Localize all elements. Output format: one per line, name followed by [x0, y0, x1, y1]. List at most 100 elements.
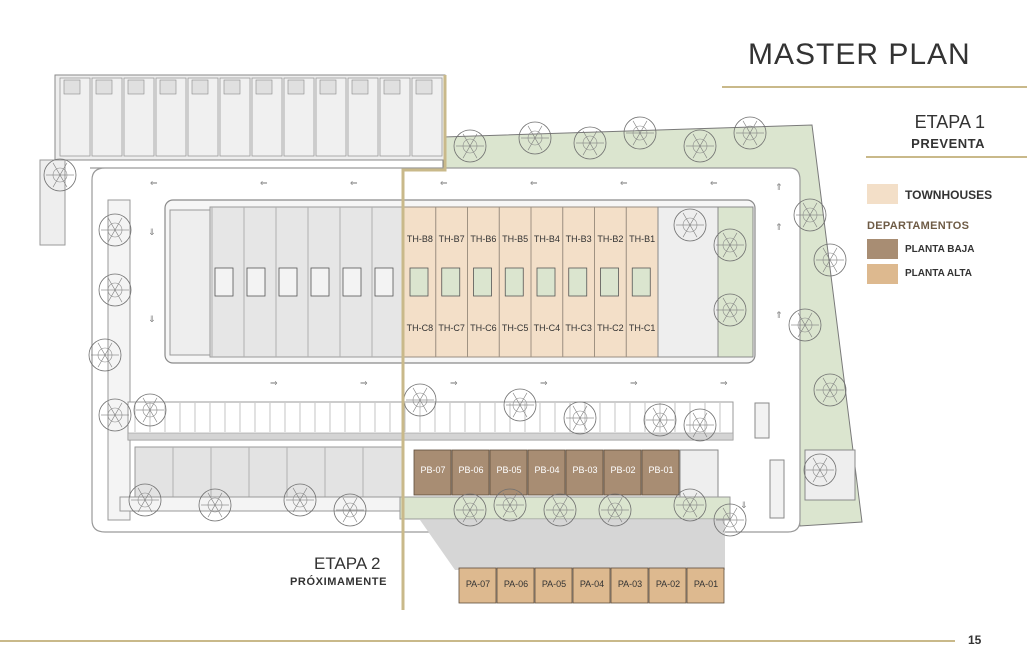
tree [98, 273, 132, 307]
upper-floor-label: PA-05 [542, 579, 566, 589]
arrow-north: ⇑ [775, 182, 783, 192]
north-lot-patio [159, 79, 177, 95]
arrow-north: ⇑ [775, 222, 783, 232]
west-corridor [107, 199, 131, 521]
townhouse-label-south: TH-C6 [470, 323, 497, 333]
townhouse-label-north: TH-B3 [566, 234, 592, 244]
upper-floor-label: PA-07 [466, 579, 490, 589]
tree [563, 401, 597, 435]
north-lot-patio [287, 79, 305, 95]
ground-floor-label: PB-01 [648, 465, 673, 475]
tree [333, 493, 367, 527]
townhouse-label-north: TH-B2 [597, 234, 623, 244]
arrow-east: ⇒ [450, 378, 458, 388]
tree [283, 483, 317, 517]
arrow-south: ⇓ [148, 314, 156, 324]
arrow-south: ⇓ [148, 227, 156, 237]
townhouse-label-north: TH-B6 [470, 234, 496, 244]
ground-floor-unit [565, 449, 604, 496]
upper-floor-unit [648, 567, 687, 604]
tree [713, 228, 747, 262]
parking-strip [127, 432, 734, 441]
department-service [679, 449, 719, 501]
legend-townhouses-label: TOWNHOUSES [905, 188, 993, 202]
tree [813, 243, 847, 277]
stage-divider-line [401, 75, 447, 610]
tree [673, 488, 707, 522]
north-lot-patio [319, 79, 337, 95]
arrow-east: ⇒ [720, 378, 728, 388]
tree [683, 408, 717, 442]
ground-floor-label: PB-06 [458, 465, 483, 475]
north-lot-patio [223, 79, 241, 95]
townhouse-patio [600, 267, 619, 297]
tree [98, 213, 132, 247]
tree [128, 483, 162, 517]
upper-floor-projection [420, 520, 725, 570]
townhouse-label-north: TH-B5 [502, 234, 528, 244]
ground-floor-label: PB-02 [610, 465, 635, 475]
arrow-west: ⇐ [260, 178, 268, 188]
tree [813, 373, 847, 407]
stage2-lot-patio [342, 267, 362, 297]
ground-floor-unit [451, 449, 490, 496]
upper-floor-unit [458, 567, 497, 604]
north-lot-patio [127, 79, 145, 95]
trees [43, 116, 847, 537]
tree [88, 338, 122, 372]
legend-upper-floor-label: PLANTA ALTA [905, 268, 973, 279]
arrow-north: ⇑ [775, 310, 783, 320]
arrow-west: ⇐ [530, 178, 538, 188]
townhouse-label-south: TH-C8 [407, 323, 434, 333]
tree [43, 158, 77, 192]
townhouse-patio [536, 267, 556, 297]
south-walk [119, 496, 401, 512]
townhouse-patio [631, 267, 651, 297]
arrow-south: ⇓ [740, 500, 748, 510]
tree [623, 116, 657, 150]
road-arrows: ⇐⇐⇐⇐⇐⇐⇐⇒⇒⇒⇒⇒⇒⇑⇑⇑⇓⇓⇓ [148, 178, 783, 510]
page-title: MASTER PLAN [748, 38, 971, 71]
tree [793, 198, 827, 232]
page-number: 15 [968, 633, 982, 647]
townhouse-label-south: TH-C3 [565, 323, 592, 333]
tree [503, 388, 537, 422]
ground-floor-unit [603, 449, 642, 496]
townhouse-label-north: TH-B4 [534, 234, 560, 244]
entrance-booth [754, 402, 770, 439]
tree [493, 488, 527, 522]
title-divider [722, 86, 1027, 88]
tree [453, 129, 487, 163]
upper-floor-label: PA-06 [504, 579, 528, 589]
stage1-title: ETAPA 1 [914, 112, 985, 132]
footer-divider [0, 640, 955, 642]
ground-floor-unit [527, 449, 566, 496]
tree [198, 488, 232, 522]
tree [98, 398, 132, 432]
entrance-booth-2 [769, 459, 785, 519]
ground-floor-label: PB-04 [534, 465, 559, 475]
ground-floor-label: PB-03 [572, 465, 597, 475]
stage2-subtitle: PRÓXIMAMENTE [290, 576, 388, 588]
townhouse-patio [504, 267, 524, 297]
legend-townhouses-swatch [867, 184, 898, 204]
tree [788, 308, 822, 342]
tree [733, 116, 767, 150]
ground-floor-label: PB-07 [420, 465, 445, 475]
arrow-west: ⇐ [350, 178, 358, 188]
department-block-stage2 [134, 446, 404, 498]
ground-floor-unit [641, 449, 680, 496]
stage2-lot-patio [214, 267, 234, 297]
townhouse-label-north: TH-B8 [407, 234, 433, 244]
stage2-lot-patio [310, 267, 330, 297]
amenity-court [657, 206, 719, 358]
townhouse-patio [409, 267, 429, 297]
tree [543, 493, 577, 527]
north-lot-patio [383, 79, 401, 95]
arrow-east: ⇒ [270, 378, 278, 388]
stage1-divider [866, 156, 1027, 158]
stage1-subtitle: PREVENTA [911, 136, 985, 151]
